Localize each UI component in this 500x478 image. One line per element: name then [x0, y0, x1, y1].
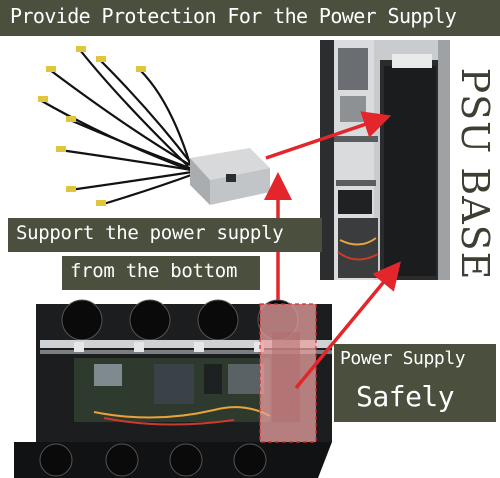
psu-base-text: PSU BASE — [453, 67, 497, 281]
support-caption-line1: Support the power supply — [16, 222, 284, 244]
support-caption-box: Support the power supply — [8, 218, 322, 252]
psu-cables-photo — [38, 46, 270, 207]
power-supply-caption-line1: Power Supply — [340, 348, 466, 369]
support-caption-line2: from the bottom — [70, 260, 238, 282]
bottom-caption-box: from the bottom — [62, 256, 260, 290]
power-supply-caption-box: Power Supply Safely — [334, 344, 496, 422]
title-banner: Provide Protection For the Power Supply — [0, 0, 500, 36]
title-text: Provide Protection For the Power Supply — [10, 4, 457, 28]
mining-rig-photo — [14, 299, 332, 478]
psu-base-photo — [320, 40, 450, 280]
psu-base-label: PSU BASE — [452, 66, 498, 282]
power-supply-caption-line2: Safely — [356, 380, 455, 413]
